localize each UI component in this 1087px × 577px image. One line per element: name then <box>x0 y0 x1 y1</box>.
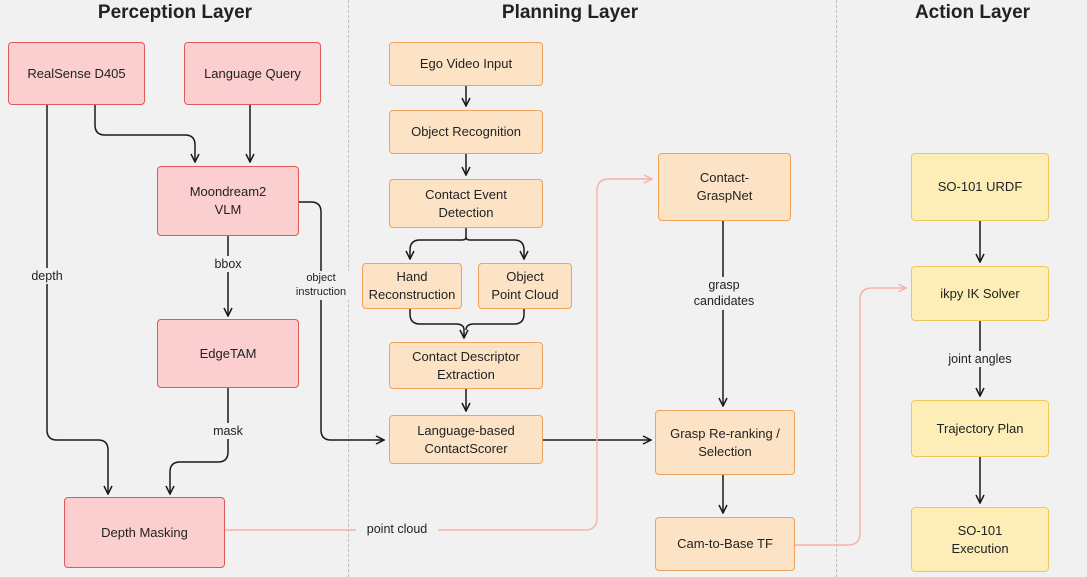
node-contact-graspnet: Contact- GraspNet <box>658 153 791 221</box>
edge-event-to-hand <box>410 236 467 259</box>
edge-label-depth: depth <box>24 268 70 285</box>
edge-label-mask: mask <box>206 423 250 440</box>
node-object-recognition: Object Recognition <box>389 110 543 154</box>
edge-realsense-to-moondream <box>94 105 195 162</box>
edge-label-joint-angles: joint angles <box>938 351 1022 368</box>
node-moondream2-vlm: Moondream2 VLM <box>157 166 299 236</box>
node-grasp-reranking-selection: Grasp Re-ranking / Selection <box>655 410 795 475</box>
edge-label-bbox: bbox <box>206 256 250 273</box>
layer-separator <box>836 0 837 577</box>
node-trajectory-plan: Trajectory Plan <box>911 400 1049 457</box>
edge-depthmask-to-graspnet <box>225 179 652 531</box>
edge-cambase-to-ikpy <box>795 288 906 546</box>
edge-edgetam-mask <box>170 388 229 494</box>
node-object-point-cloud: Object Point Cloud <box>478 263 572 309</box>
node-cam-to-base-tf: Cam-to-Base TF <box>655 517 795 571</box>
node-depth-masking: Depth Masking <box>64 497 225 568</box>
edge-realsense-depth <box>46 105 108 494</box>
action-layer-title: Action Layer <box>914 2 1031 23</box>
node-hand-reconstruction: Hand Reconstruction <box>362 263 462 309</box>
edge-event-to-objpc <box>465 236 524 259</box>
edge-label-grasp-candidates: grasp candidates <box>685 277 763 310</box>
node-ego-video-input: Ego Video Input <box>389 42 543 86</box>
edge-label-object-instruction: object instruction <box>290 271 352 300</box>
node-language-based-contactscorer: Language-based ContactScorer <box>389 415 543 464</box>
node-edgetam: EdgeTAM <box>157 319 299 388</box>
edge-objpc-merge <box>465 309 525 331</box>
edge-moondream-object-instruction <box>299 201 384 440</box>
edge-label-point-cloud: point cloud <box>356 521 438 538</box>
node-so101-execution: SO-101 Execution <box>911 507 1049 572</box>
node-contact-event-detection: Contact Event Detection <box>389 179 543 228</box>
node-so101-urdf: SO-101 URDF <box>911 153 1049 221</box>
perception-layer-title: Perception Layer <box>97 2 253 23</box>
planning-layer-title: Planning Layer <box>501 2 639 23</box>
edge-hand-merge <box>409 309 464 338</box>
node-ikpy-ik-solver: ikpy IK Solver <box>911 266 1049 321</box>
node-contact-descriptor-extraction: Contact Descriptor Extraction <box>389 342 543 389</box>
node-realsense-d405: RealSense D405 <box>8 42 145 105</box>
node-language-query: Language Query <box>184 42 321 105</box>
